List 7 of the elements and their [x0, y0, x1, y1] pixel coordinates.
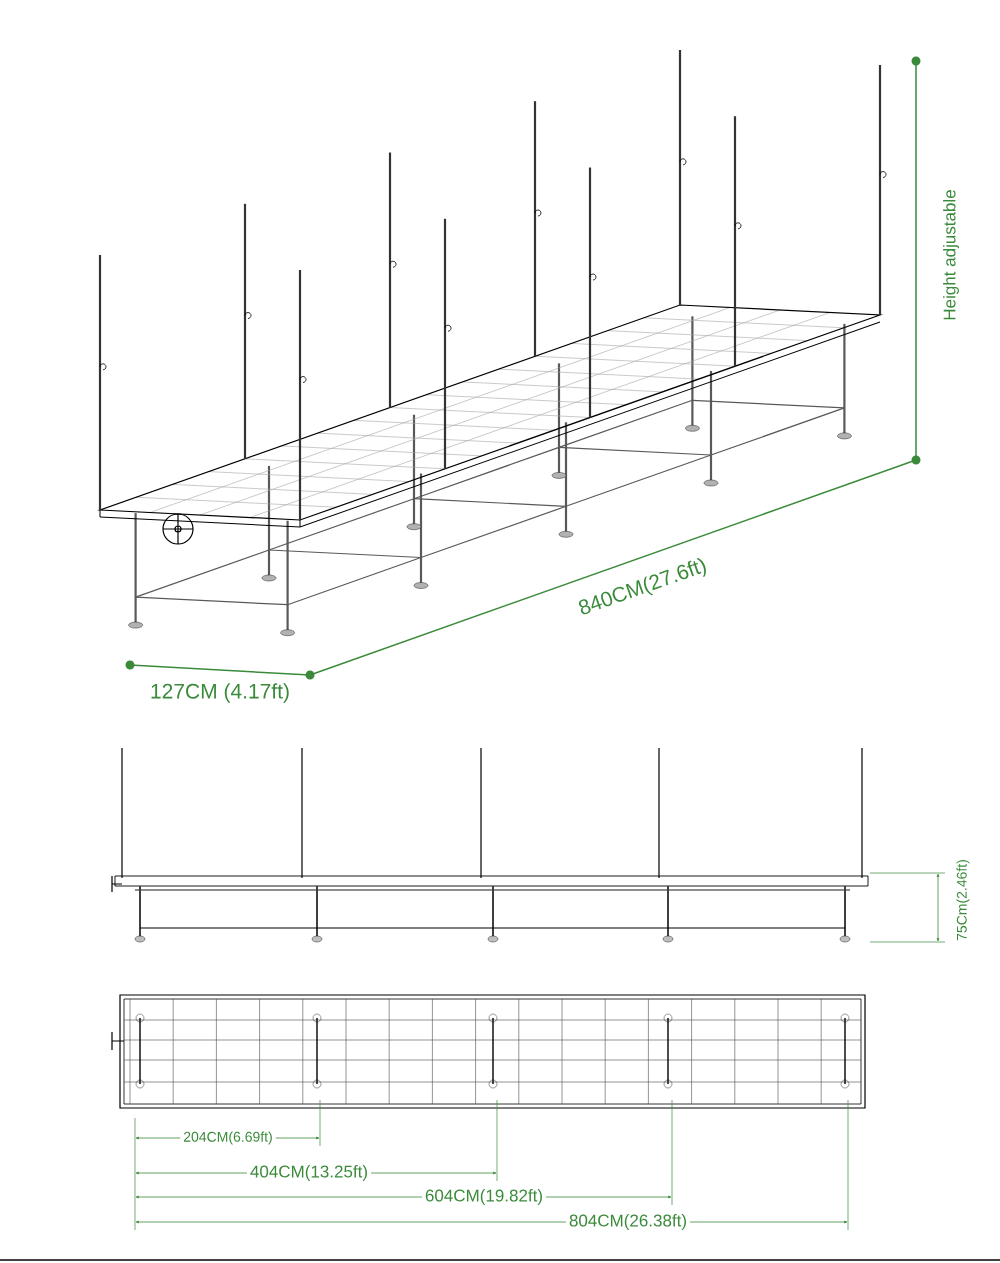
- dimension-label: 127CM (4.17ft): [151, 683, 289, 703]
- dimension-label: 204CM(6.69ft): [180, 1128, 276, 1148]
- dimension-label: 604CM(19.82ft): [421, 1186, 547, 1208]
- dimension-label: 804CM(26.38ft): [565, 1211, 691, 1233]
- dimension-label: 404CM(13.25ft): [246, 1162, 372, 1184]
- dimension-label: Height adjustable: [943, 190, 959, 320]
- dimension-label: 75Cm(2.46ft): [956, 860, 970, 941]
